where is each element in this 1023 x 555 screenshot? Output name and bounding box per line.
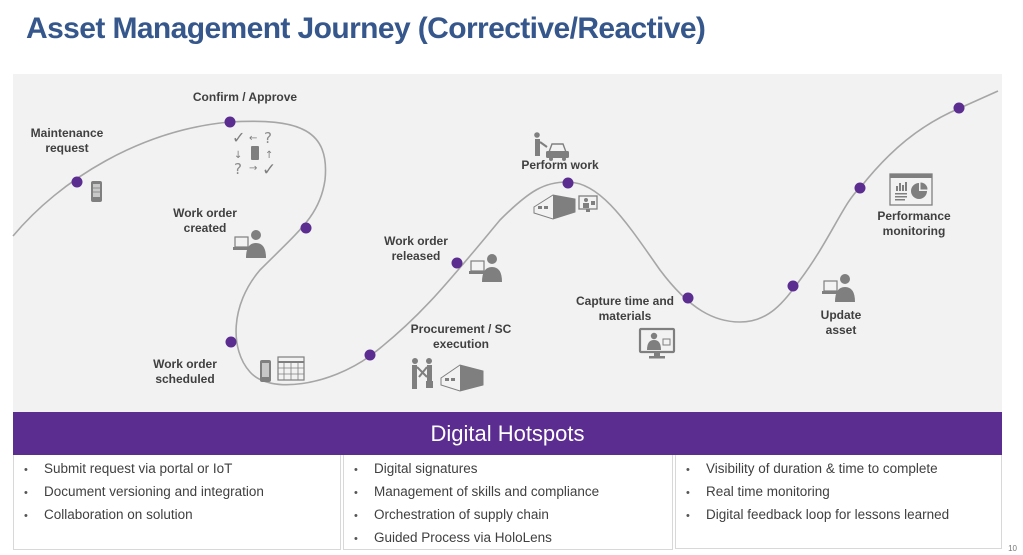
journey-path — [12, 90, 999, 386]
hotspot-item: •Guided Process via HoloLens — [354, 530, 552, 545]
dot-maintenance-request — [71, 176, 83, 188]
dot-perform-work — [562, 177, 574, 189]
hotspot-item: •Digital signatures — [354, 461, 478, 476]
step-label-perform-work: Perform work — [521, 158, 599, 172]
step-label-work-order-created: Work order created — [173, 206, 237, 235]
hotspot-item: •Visibility of duration & time to comple… — [686, 461, 938, 476]
svg-text:✓: ✓ — [262, 160, 276, 180]
svg-text:✓: ✓ — [232, 128, 245, 147]
mobile-phone-icon — [91, 181, 102, 202]
dot-end — [953, 102, 965, 114]
page-title: Asset Management Journey (Corrective/Rea… — [26, 12, 706, 45]
hotspots-column-3: •Visibility of duration & time to comple… — [675, 455, 1002, 549]
svg-text:←: ← — [249, 133, 257, 144]
hotspot-item: •Document versioning and integration — [24, 484, 264, 499]
step-label-performance-monitoring: Performance monitoring — [877, 209, 951, 238]
dashboard-chart-icon — [889, 173, 933, 206]
journey-diagram: ✓ ← ? ↓ ↑ ? → ✓ — [12, 90, 999, 392]
person-car-icon — [534, 132, 569, 161]
page-number: 10 — [1008, 544, 1017, 553]
dot-capture-time — [682, 292, 694, 304]
hotspot-item: •Collaboration on solution — [24, 507, 193, 522]
svg-text:↑: ↑ — [265, 150, 273, 161]
hotspot-item: •Real time monitoring — [686, 484, 830, 499]
dot-confirm-approve — [224, 116, 236, 128]
step-label-capture-time: Capture time and materials — [575, 294, 674, 323]
dot-work-order-created — [300, 222, 312, 234]
hotspot-item: •Management of skills and compliance — [354, 484, 600, 499]
hotspots-column-1: •Submit request via portal or IoT •Docum… — [13, 455, 341, 550]
step-label-work-order-released: Work order released — [384, 234, 448, 263]
warehouse-monitor-icon — [533, 194, 598, 220]
hotspot-item: •Submit request via portal or IoT — [24, 461, 233, 476]
svg-text:↓: ↓ — [234, 150, 242, 161]
step-label-maintenance-request: Maintenance request — [30, 126, 104, 155]
dot-update-asset — [787, 280, 799, 292]
svg-text:→: → — [249, 163, 257, 174]
hotspots-heading: Digital Hotspots — [13, 412, 1002, 455]
person-laptop-icon-created — [233, 230, 266, 258]
step-label-confirm-approve: Confirm / Approve — [192, 90, 298, 104]
dot-work-order-released — [451, 257, 463, 269]
hotspot-item: •Orchestration of supply chain — [354, 507, 549, 522]
step-label-procurement: Procurement / SC execution — [410, 322, 512, 351]
handshake-warehouse-icon — [412, 358, 484, 392]
person-laptop-icon-released — [469, 254, 502, 282]
dot-work-order-scheduled — [225, 336, 237, 348]
journey-dots — [71, 102, 965, 361]
approval-cycle-icon: ✓ ← ? ↓ ↑ ? → ✓ — [232, 128, 276, 180]
phone-calendar-icon — [260, 356, 305, 382]
svg-text:?: ? — [234, 160, 242, 178]
monitor-person-icon — [638, 327, 676, 359]
svg-text:?: ? — [264, 129, 272, 147]
hotspots-column-2: •Digital signatures •Management of skill… — [343, 455, 673, 550]
person-laptop-icon-update — [822, 274, 855, 302]
step-label-work-order-scheduled: Work order scheduled — [153, 357, 217, 386]
dot-performance-monitoring — [854, 182, 866, 194]
journey-panel — [13, 74, 1002, 412]
step-label-update-asset: Update asset — [820, 308, 862, 337]
hotspot-item: •Digital feedback loop for lessons learn… — [686, 507, 950, 522]
dot-procurement — [364, 349, 376, 361]
